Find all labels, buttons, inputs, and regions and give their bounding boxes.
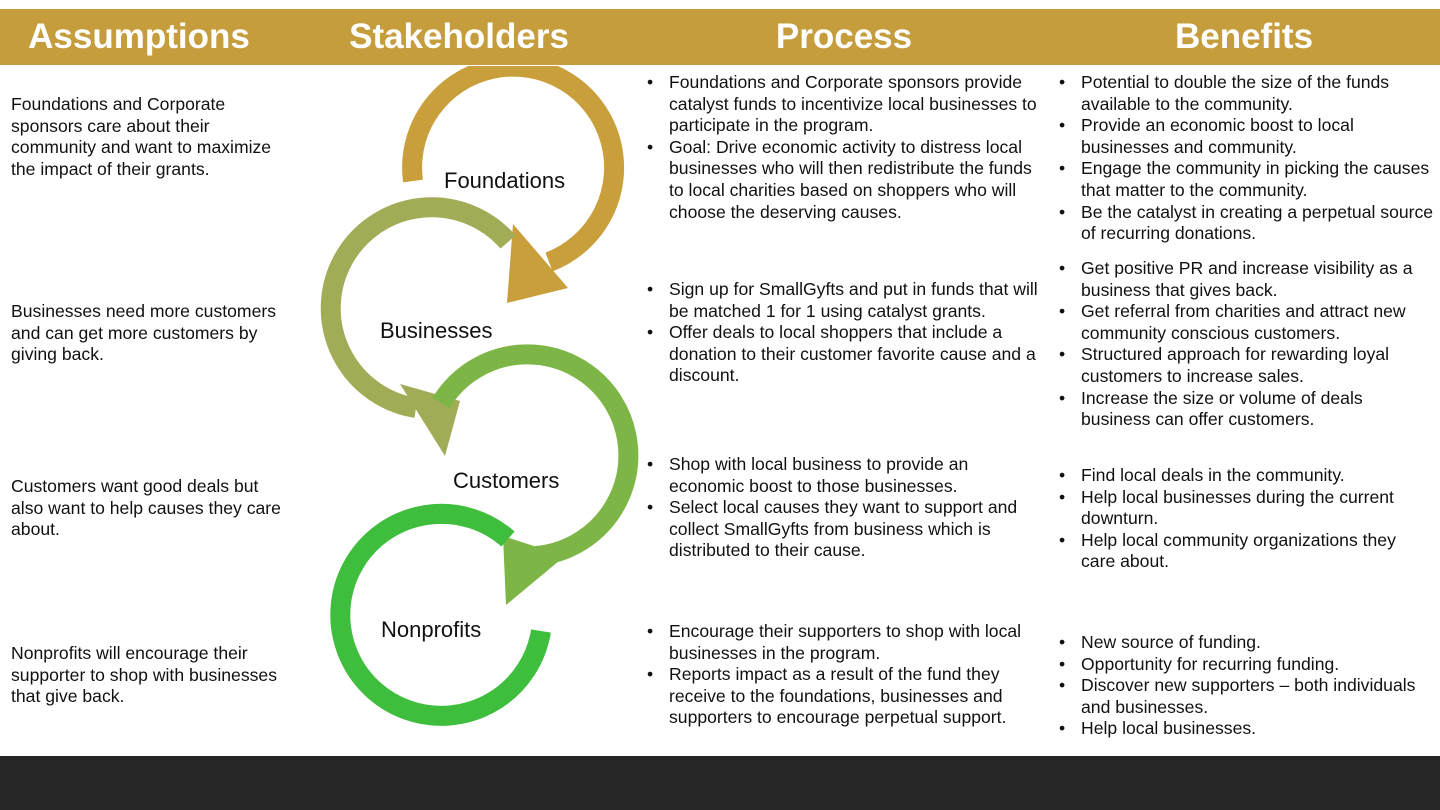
stakeholder-foundations: Foundations (444, 168, 566, 193)
header-benefits: Benefits (1174, 17, 1314, 56)
list-item: Find local deals in the community. (1059, 465, 1434, 487)
assumption-nonprofits: Nonprofits will encourage their supporte… (11, 643, 278, 707)
top-strip (0, 0, 1440, 9)
list-item: Sign up for SmallGyfts and put in funds … (647, 279, 1042, 322)
assumption-foundations: Foundations and Corporate sponsors care … (11, 94, 272, 179)
list-item: Be the catalyst in creating a perpetual … (1059, 202, 1434, 245)
process-nonprofits: Encourage their supporters to shop with … (647, 621, 1042, 729)
list-item: Increase the size or volume of deals bus… (1059, 388, 1434, 431)
list-item: Get positive PR and increase visibility … (1059, 258, 1434, 301)
benefits-nonprofits: New source of funding. Opportunity for r… (1059, 632, 1434, 740)
list-item: Goal: Drive economic activity to distres… (647, 137, 1042, 223)
benefits-customers: Find local deals in the community. Help … (1059, 465, 1434, 573)
list-item: Help local businesses. (1059, 718, 1434, 740)
stakeholder-customers: Customers (453, 468, 560, 493)
stakeholder-flow-diagram: Foundations Businesses Customers Nonprof… (320, 56, 640, 751)
process-customers: Shop with local business to provide an e… (647, 454, 1042, 562)
benefits-foundations: Potential to double the size of the fund… (1059, 72, 1434, 245)
list-item: Select local causes they want to support… (647, 497, 1042, 562)
list-item: Encourage their supporters to shop with … (647, 621, 1042, 664)
footer-bar (0, 756, 1440, 810)
foundations-arrow (402, 56, 625, 303)
list-item: Shop with local business to provide an e… (647, 454, 1042, 497)
process-businesses: Sign up for SmallGyfts and put in funds … (647, 279, 1042, 387)
list-item: Get referral from charities and attract … (1059, 301, 1434, 344)
customers-arrow (432, 344, 639, 605)
header-stakeholders: Stakeholders (349, 17, 569, 56)
list-item: Offer deals to local shoppers that inclu… (647, 322, 1042, 387)
benefits-businesses: Get positive PR and increase visibility … (1059, 258, 1434, 431)
list-item: New source of funding. (1059, 632, 1434, 654)
list-item: Structured approach for rewarding loyal … (1059, 344, 1434, 387)
header-process: Process (775, 17, 913, 56)
nonprofits-ring (330, 503, 551, 726)
list-item: Help local community organizations they … (1059, 530, 1434, 573)
header-assumptions: Assumptions (28, 17, 250, 56)
assumption-businesses: Businesses need more customers and can g… (11, 301, 277, 365)
list-item: Potential to double the size of the fund… (1059, 72, 1434, 115)
list-item: Reports impact as a result of the fund t… (647, 664, 1042, 729)
header-bar (0, 9, 1440, 65)
stakeholder-businesses: Businesses (380, 318, 493, 343)
list-item: Engage the community in picking the caus… (1059, 158, 1434, 201)
process-foundations: Foundations and Corporate sponsors provi… (647, 72, 1042, 223)
list-item: Foundations and Corporate sponsors provi… (647, 72, 1042, 137)
list-item: Opportunity for recurring funding. (1059, 654, 1434, 676)
list-item: Help local businesses during the current… (1059, 487, 1434, 530)
assumption-customers: Customers want good deals but also want … (11, 476, 281, 540)
stakeholder-nonprofits: Nonprofits (381, 617, 482, 642)
list-item: Discover new supporters – both individua… (1059, 675, 1434, 718)
list-item: Provide an economic boost to local busin… (1059, 115, 1434, 158)
